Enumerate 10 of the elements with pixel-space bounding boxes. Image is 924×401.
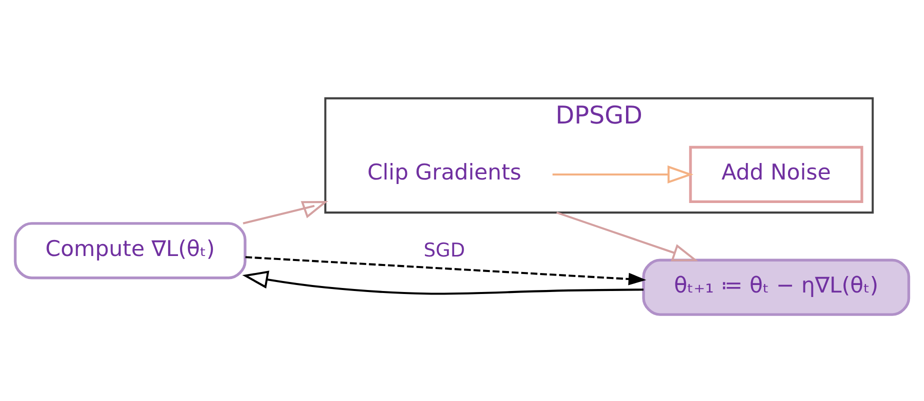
arrow <box>552 164 694 184</box>
node-box: Add Noise <box>689 145 864 203</box>
edge-label: SGD <box>424 238 466 261</box>
arrow <box>556 211 698 261</box>
arrow <box>245 256 646 285</box>
node-box: θₜ₊₁ ≔ θₜ − η∇L(θₜ) <box>642 258 910 316</box>
arrow <box>242 270 644 294</box>
node-box: Compute ∇L(θₜ) <box>14 222 246 279</box>
node-text: Clip Gradients <box>367 160 522 186</box>
arrow <box>242 200 328 224</box>
